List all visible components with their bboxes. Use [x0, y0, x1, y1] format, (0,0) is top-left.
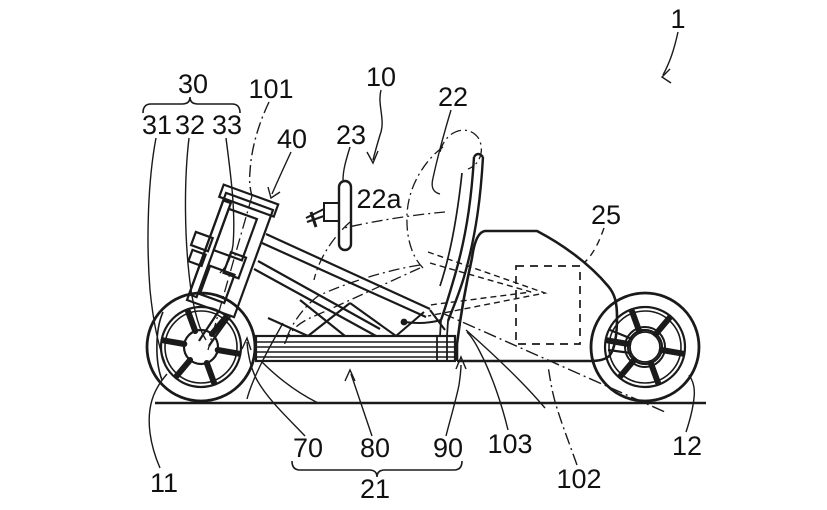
- rear-wheel: [591, 293, 699, 401]
- ref-label-32: 32: [175, 110, 205, 140]
- rider-phantom-outline: [283, 129, 483, 347]
- seat-backrest: [404, 152, 485, 337]
- ref-label-22a: 22a: [356, 184, 402, 214]
- front-wheel: [145, 291, 257, 403]
- ref-label-31: 31: [142, 110, 172, 140]
- ref-label-101: 101: [248, 74, 293, 104]
- ref-label-102: 102: [556, 464, 601, 494]
- ref-label-103: 103: [487, 429, 532, 459]
- frame-truss: [267, 299, 446, 337]
- rear-body-panel: [455, 229, 666, 368]
- ref-label-10: 10: [366, 62, 396, 92]
- ref-label-80: 80: [360, 433, 390, 463]
- ref-label-22: 22: [438, 82, 468, 112]
- ref-label-25: 25: [591, 200, 621, 230]
- hidden-shaft-outline: [427, 251, 548, 317]
- contour-lines: [246, 322, 546, 409]
- ref-label-12: 12: [672, 431, 702, 461]
- front-steering-assembly: [185, 183, 280, 319]
- ref-label-90: 90: [433, 433, 463, 463]
- ref-label-11: 11: [150, 468, 178, 498]
- floor-platform: [254, 334, 457, 363]
- hidden-unit-box: [515, 265, 581, 345]
- reference-numerals: 1 30 31 32 33 101 40 10 23 22 22a 25 11 …: [142, 4, 702, 504]
- ref-label-1: 1: [670, 4, 685, 34]
- ref-label-21: 21: [360, 474, 390, 504]
- group-braces: [142, 96, 463, 478]
- ref-label-30: 30: [178, 69, 208, 99]
- ref-label-70: 70: [293, 433, 323, 463]
- steering-axis-line: [207, 195, 253, 351]
- steering-wheel: [305, 179, 353, 252]
- pivot-dot: [400, 318, 408, 326]
- lean-axis-line: [441, 312, 666, 413]
- leader-lines: [147, 31, 696, 469]
- ref-label-33: 33: [212, 110, 242, 140]
- front-tire-far-edge: [156, 311, 164, 381]
- ref-label-40: 40: [277, 124, 307, 154]
- front-fork: [198, 311, 232, 347]
- ref-label-23: 23: [336, 120, 366, 150]
